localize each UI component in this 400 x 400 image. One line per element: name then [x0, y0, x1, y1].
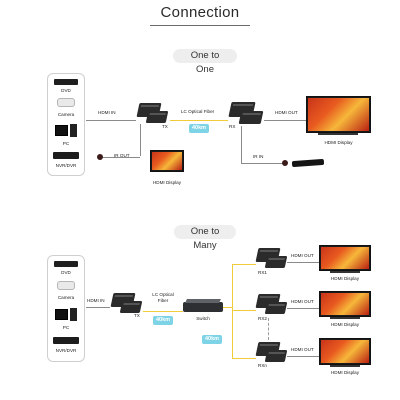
- distance-badge-1: 40km: [153, 316, 173, 325]
- switch-label: Switch: [196, 316, 210, 321]
- pc-monitor-icon: [55, 125, 68, 136]
- rx1-display-stand: [330, 271, 360, 273]
- local-hdmi-cable: [140, 124, 141, 156]
- hdmi-display-label: HDMI Display: [324, 140, 353, 145]
- title-underline: [150, 25, 250, 26]
- rx2-hdmi-out-cable: [287, 308, 319, 309]
- distance-badge-2: 40km: [202, 335, 222, 344]
- rxn-hdmi-out-cable: [287, 356, 319, 357]
- rx2-label: RX2: [258, 316, 267, 321]
- fiber-trunk: [232, 264, 233, 358]
- rx1-display-icon: [319, 245, 371, 271]
- fiber-label: LC Optical Fiber: [181, 109, 215, 114]
- pc-tower-icon: [70, 308, 77, 321]
- source-label-camera: Camera: [57, 112, 75, 117]
- rxn-display-label: HDMI Display: [330, 370, 360, 375]
- camera-icon: [57, 281, 75, 290]
- rx2-display-label: HDMI Display: [330, 322, 360, 327]
- tx-transmitter-icon-2: [119, 301, 143, 313]
- hdmi-out-cable: [264, 120, 306, 121]
- tx-label: TX: [134, 313, 140, 318]
- source-devices-box-2: [47, 255, 85, 362]
- page-title: Connection: [160, 4, 240, 21]
- source-label-nvr: NVR/DVR: [55, 163, 77, 168]
- hdmi-in-label: HDMI IN: [98, 110, 116, 115]
- source-label-pc: PC: [62, 141, 70, 146]
- hdmi-out-label: HDMI OUT: [275, 110, 298, 115]
- ir-out-label: IR OUT: [114, 153, 130, 158]
- lc-fiber-cable: [143, 311, 183, 312]
- lc-fiber-cable: [170, 120, 228, 121]
- ir-in-cable: [241, 163, 285, 164]
- rx1-hdmi-out-label: HDMI OUT: [291, 253, 314, 258]
- rxn-receiver-icon-2: [264, 350, 288, 362]
- pc-tower-icon: [70, 124, 77, 137]
- tx-transmitter-icon-2: [145, 111, 169, 123]
- fiber-branch-rxn: [232, 358, 256, 359]
- rx2-display-icon: [319, 291, 371, 317]
- network-switch-icon: [183, 302, 223, 312]
- source-label-dvd: DVD: [61, 88, 71, 93]
- rxn-hdmi-out-label: HDMI OUT: [291, 347, 314, 352]
- ir-receiver-icon: [282, 160, 288, 166]
- switch-fiber-out: [223, 307, 232, 308]
- tx-label: TX: [162, 124, 168, 129]
- ir-emitter-icon: [97, 154, 103, 160]
- fiber-branch-rx1: [232, 264, 256, 265]
- display-stand: [318, 133, 358, 135]
- hdmi-in-cable: [86, 307, 110, 308]
- hdmi-in-label: HDMI IN: [87, 298, 105, 303]
- pc-monitor-icon: [55, 309, 68, 320]
- ir-in-label: IR IN: [253, 154, 264, 159]
- ir-in-cable-vertical: [241, 126, 242, 163]
- dvd-player-icon: [54, 79, 78, 85]
- rx-receiver-icon-2: [238, 111, 264, 124]
- local-display-label: HDMI Display: [152, 180, 182, 185]
- one-to-many-pill: One to Many: [174, 225, 236, 251]
- nvr-dvr-icon: [53, 152, 79, 159]
- more-receivers-dashes: [268, 318, 269, 340]
- rx1-hdmi-out-cable: [287, 262, 319, 263]
- rx1-display-label: HDMI Display: [330, 276, 360, 281]
- rx2-display-stand: [330, 317, 360, 319]
- hdmi-display-icon: [306, 96, 371, 133]
- remote-control-icon: [291, 158, 325, 168]
- rx-label: RX: [229, 124, 236, 129]
- source-label-nvr: NVR/DVR: [55, 348, 77, 353]
- source-label-camera: Camera: [57, 295, 75, 300]
- rx2-receiver-icon-2: [264, 302, 288, 314]
- local-hdmi-display-icon: [150, 150, 184, 172]
- source-label-dvd: DVD: [61, 270, 71, 275]
- hdmi-in-cable: [86, 120, 136, 121]
- rxn-display-icon: [319, 338, 371, 365]
- switch-top-panel: [185, 299, 221, 303]
- fiber-label: LC Optical Fiber: [152, 292, 174, 303]
- rxn-display-stand: [330, 365, 360, 367]
- one-to-one-pill: One to One: [173, 49, 237, 75]
- rx2-hdmi-out-label: HDMI OUT: [291, 299, 314, 304]
- source-label-pc: PC: [62, 325, 70, 330]
- fiber-label-line1: LC Optical Fiber: [146, 292, 180, 304]
- ir-out-cable: [103, 157, 140, 158]
- rx1-label: RX1: [258, 270, 267, 275]
- camera-icon: [57, 98, 75, 107]
- rxn-label: RXn: [258, 363, 267, 368]
- nvr-dvr-icon: [53, 337, 79, 344]
- rx1-receiver-icon-2: [264, 256, 288, 268]
- fiber-branch-rx2: [232, 310, 256, 311]
- dvd-player-icon: [54, 261, 78, 267]
- distance-badge: 40km: [189, 124, 209, 133]
